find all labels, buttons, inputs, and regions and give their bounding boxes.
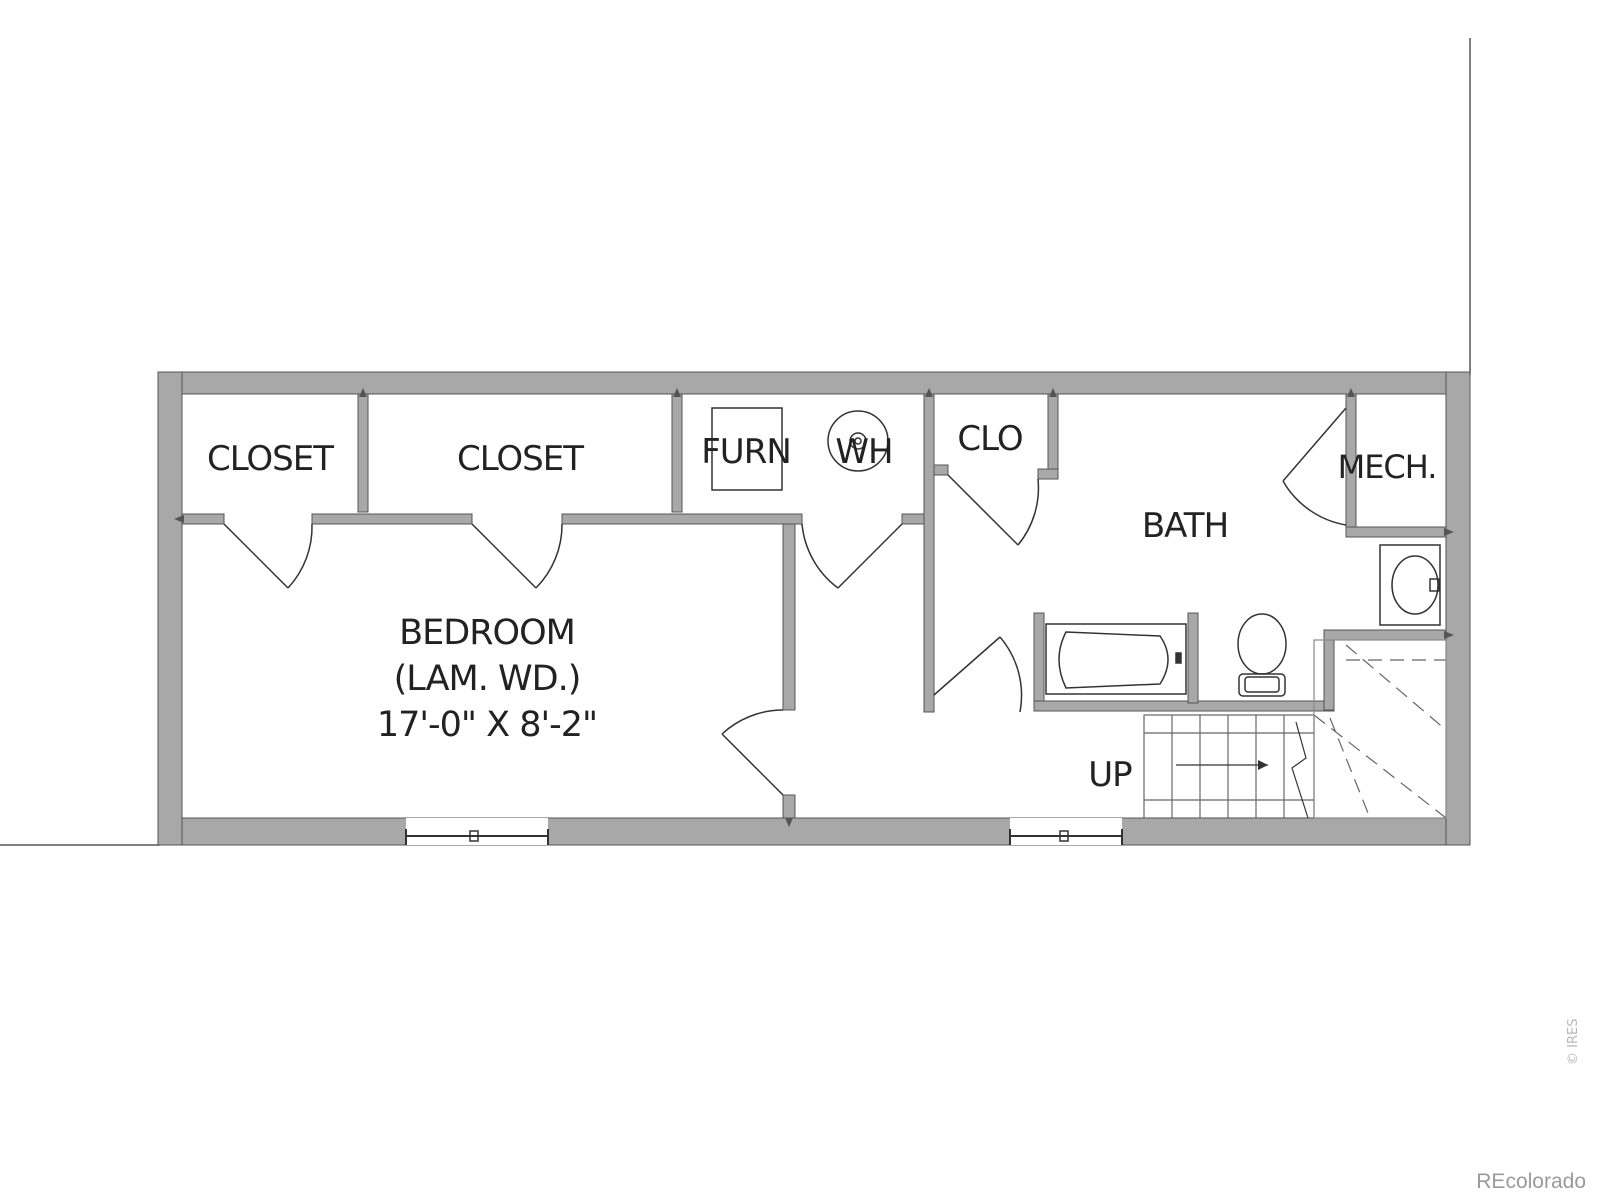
label-bedroom-dimensions: 17'-0" X 8'-2" <box>377 705 597 745</box>
recolorado-watermark: REcolorado <box>1476 1170 1586 1193</box>
fixtures <box>711 407 1441 697</box>
bathtub <box>1045 623 1187 695</box>
stairs <box>1143 639 1447 819</box>
door-swings <box>223 407 1347 796</box>
label-water-heater: WH <box>835 432 892 472</box>
furnace-unit <box>711 407 783 491</box>
sink <box>1379 544 1441 626</box>
label-bath: BATH <box>1142 506 1228 546</box>
label-furnace: FURN <box>701 432 791 472</box>
exterior-wall-right <box>1445 371 1471 846</box>
exterior-wall-bottom <box>157 817 1471 846</box>
ires-watermark: © IRES <box>1566 1018 1581 1065</box>
exterior-wall-left <box>157 371 183 846</box>
window-right <box>1009 818 1123 845</box>
label-bedroom-floor: (LAM. WD.) <box>394 659 581 699</box>
label-closet-1: CLOSET <box>207 439 334 479</box>
label-bedroom: BEDROOM <box>399 613 575 653</box>
label-closet-2: CLOSET <box>457 439 584 479</box>
exterior-wall-top <box>157 371 1471 395</box>
water-heater <box>827 410 889 472</box>
toilet <box>1237 613 1287 697</box>
label-closet-3: CLO <box>957 419 1022 459</box>
frame-lines <box>0 38 1471 846</box>
window-left <box>405 818 549 845</box>
label-mech: MECH. <box>1338 448 1437 486</box>
label-stairs-up: UP <box>1088 755 1132 795</box>
wall-markers <box>174 388 1454 827</box>
exterior-walls <box>157 371 1471 846</box>
room-labels: CLOSET CLOSET FURN WH CLO BATH MECH. BED… <box>207 419 1437 795</box>
windows <box>405 818 1123 845</box>
